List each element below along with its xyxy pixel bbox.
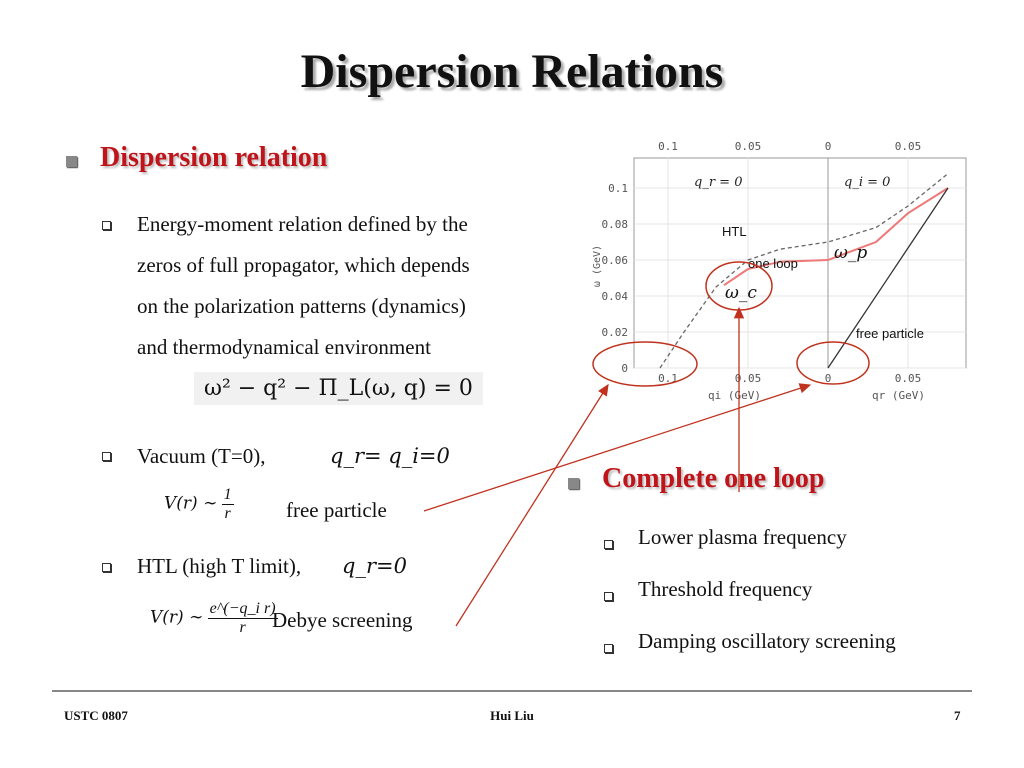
y-tick-label: 0.06: [602, 254, 629, 267]
label-free-particle: free particle: [856, 326, 924, 341]
checkbox-bullet-icon: [102, 452, 111, 461]
potential-htl: V(r) ∼ e^(−q_i r)r: [150, 600, 278, 636]
htl-condition: q_r=0: [342, 554, 407, 578]
checkbox-bullet-icon: [604, 540, 613, 549]
bottom-tick-label: 0: [825, 372, 832, 385]
label-one-loop: one loop: [748, 256, 798, 271]
debye-screening-label: Debye screening: [272, 608, 413, 632]
slide-title: Dispersion Relations: [300, 45, 724, 98]
vacuum-label: Vacuum (T=0),: [137, 444, 266, 468]
top-tick-label: 0: [825, 140, 832, 153]
heading-complete-one-loop: Complete one loop: [602, 463, 825, 494]
checkbox-bullet-icon: [102, 563, 111, 572]
top-tick-label: 0.1: [658, 140, 678, 153]
bullet-square-icon: [66, 156, 77, 167]
footer-center: Hui Liu: [490, 708, 534, 723]
bottom-tick-label: 0.05: [735, 372, 762, 385]
footer-left: USTC 0807: [64, 708, 128, 723]
dispersion-equation: ω² − q² − Π_L(ω, q) = 0: [194, 372, 483, 405]
y-tick-label: 0.1: [608, 182, 628, 195]
top-tick-label: 0.05: [735, 140, 762, 153]
bottom-tick-label: 0.1: [658, 372, 678, 385]
item-lower-plasma: Lower plasma frequency: [638, 525, 847, 549]
y-tick-label: 0.04: [602, 290, 629, 303]
free-particle-label: free particle: [286, 498, 387, 522]
item-threshold: Threshold frequency: [638, 577, 813, 601]
bullet-square-icon: [568, 478, 579, 489]
plot-frame: [633, 157, 967, 369]
item-damping: Damping oscillatory screening: [638, 629, 896, 653]
top-tick-label: 0.05: [895, 140, 922, 153]
y-axis-label: ω (GeV): [592, 245, 603, 287]
label-omega-c: ω_c: [725, 283, 757, 303]
x-axis-label-left: qi (GeV): [708, 389, 761, 402]
footer-divider: [52, 690, 972, 692]
htl-label: HTL (high T limit),: [137, 554, 302, 578]
y-tick-label: 0: [621, 362, 628, 375]
dispersion-plot: 0.1 0.08 0.06 0.04 0.02 0 0.1 0.1 0.05 0.05 0 0 0.05…: [592, 140, 967, 402]
checkbox-bullet-icon: [102, 221, 111, 230]
bullet-energy-moment: Energy-moment relation defined by the ze…: [137, 212, 470, 359]
label-htl: HTL: [722, 224, 747, 239]
arrow-debye: [455, 383, 609, 627]
vacuum-condition: q_r= q_i=0: [330, 444, 450, 468]
region-label-right: q_i = 0: [844, 175, 890, 190]
bottom-tick-label: 0.05: [895, 372, 922, 385]
x-axis-label-right: qr (GeV): [872, 389, 925, 402]
label-omega-p: ω_p: [834, 243, 867, 263]
series-free-particle: [827, 187, 949, 369]
y-tick-label: 0.02: [602, 326, 629, 339]
page-number: 7: [954, 708, 961, 723]
region-label-left: q_r = 0: [694, 175, 742, 190]
checkbox-bullet-icon: [604, 644, 613, 653]
checkbox-bullet-icon: [604, 592, 613, 601]
heading-dispersion-relation: Dispersion relation: [100, 142, 328, 173]
y-tick-label: 0.08: [602, 218, 629, 231]
